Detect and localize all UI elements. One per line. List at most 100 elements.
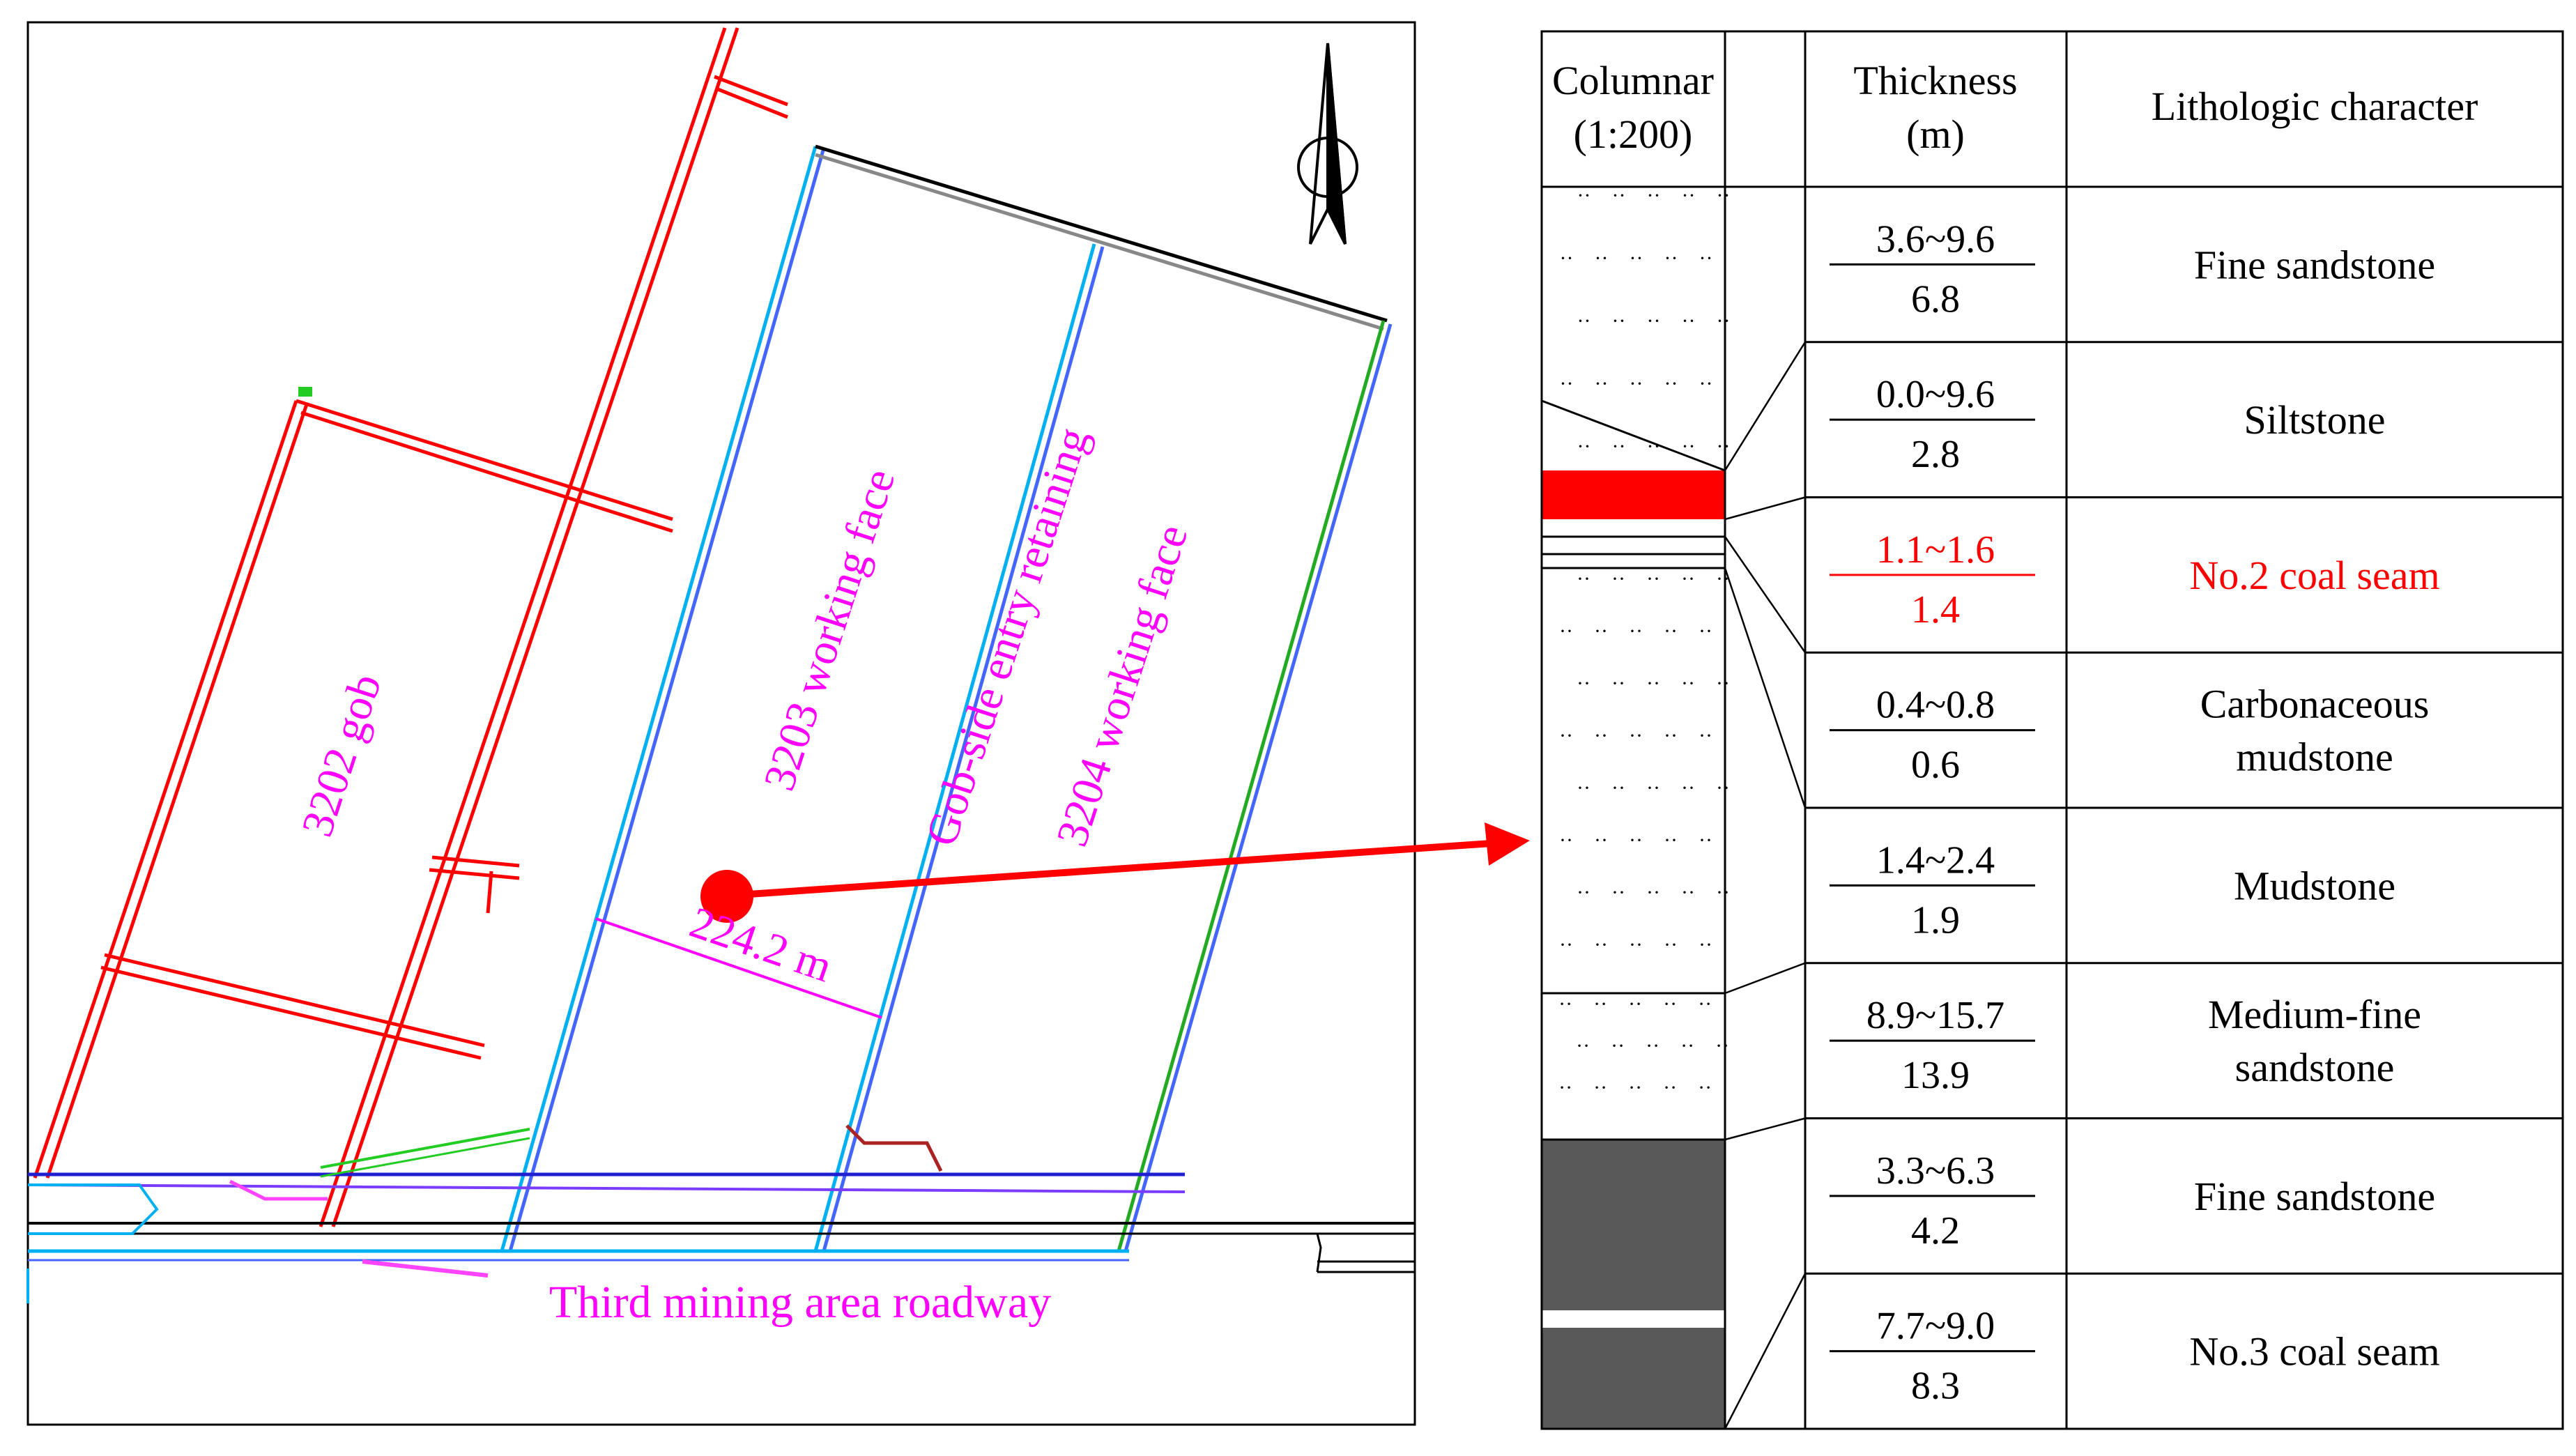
lithology-dot: ·· (1560, 372, 1574, 395)
lithology-dot: ·· (1594, 829, 1608, 852)
lithology-dot: ·· (1699, 620, 1712, 643)
lithology-dot: ·· (1612, 435, 1626, 458)
column-lithology-dots: ········································… (1558, 184, 1730, 1099)
table-row: 1.1~1.6 1.4 No.2 coal seam (1830, 528, 2440, 631)
lithologic-character: No.2 coal seam (2189, 553, 2439, 598)
lithology-dot: ·· (1664, 724, 1678, 747)
header-lithologic-character: Lithologic character (2152, 84, 2478, 129)
lithology-dot: ·· (1558, 1076, 1572, 1099)
lithology-dot: ·· (1629, 724, 1643, 747)
lithology-dot: ·· (1611, 1034, 1625, 1057)
lithology-dot: ·· (1560, 247, 1574, 270)
connector-line (1724, 567, 1807, 809)
thickness-range: 0.0~9.6 (1876, 373, 1995, 416)
lithology-dot: ·· (1611, 672, 1625, 695)
face-3204-outline (1117, 320, 1393, 1252)
lithology-dot: ·· (1576, 1034, 1590, 1057)
label-third-mining-roadway: Third mining area roadway (549, 1277, 1051, 1328)
thickness-average: 13.9 (1901, 1054, 1970, 1097)
thickness-range: 3.3~6.3 (1876, 1149, 1995, 1193)
lithology-dot: ·· (1681, 776, 1695, 799)
thickness-range: 3.6~9.6 (1876, 217, 1995, 261)
parting-band (1542, 1310, 1725, 1328)
header-columnar: Columnar (1552, 58, 1714, 103)
thickness-average: 0.6 (1911, 744, 1960, 787)
lithology-dot: ·· (1664, 247, 1678, 270)
connector-line (1724, 536, 1807, 653)
lithology-dot: ·· (1577, 881, 1590, 904)
lithology-dot: ·· (1717, 184, 1731, 207)
thickness-range: 0.4~0.8 (1876, 684, 1995, 727)
lithology-dot: ·· (1646, 672, 1660, 695)
north-arrow-icon (1297, 43, 1358, 245)
location-marker (700, 870, 753, 923)
lithology-dot: ·· (1612, 309, 1626, 332)
lithology-dot: ·· (1559, 620, 1573, 643)
lithology-dot: ·· (1717, 309, 1731, 332)
lithologic-character: Mudstone (2234, 863, 2395, 908)
table-row-lines (1805, 341, 2563, 1275)
lithology-dot: ·· (1647, 309, 1661, 332)
lithology-dot: ·· (1629, 829, 1643, 852)
connector-line (1724, 1117, 1806, 1141)
table-row: 7.7~9.08.3No.3 coal seam (1830, 1305, 2440, 1408)
lithologic-character: Fine sandstone (2194, 1174, 2435, 1219)
lithology-dot: ·· (1646, 776, 1660, 799)
lithology-dot: ·· (1593, 1076, 1607, 1099)
lithology-dot: ·· (1663, 993, 1677, 1016)
lithology-dot: ·· (1681, 881, 1695, 904)
lithology-dot: ·· (1715, 1034, 1729, 1057)
lithology-dot: ·· (1594, 724, 1608, 747)
thickness-range: 1.4~2.4 (1876, 838, 1995, 882)
thickness-range: 7.7~9.0 (1876, 1305, 1995, 1348)
lithology-dot: ·· (1716, 776, 1730, 799)
lithology-dot: ·· (1646, 881, 1660, 904)
lithology-dot: ·· (1646, 567, 1660, 590)
lithology-dot: ·· (1558, 993, 1572, 1016)
lithology-dot: ·· (1559, 724, 1573, 747)
thickness-range: 1.1~1.6 (1876, 528, 1995, 572)
lithology-dot: ·· (1663, 1076, 1677, 1099)
lithologic-character: Siltstone (2244, 397, 2385, 443)
thickness-average: 6.8 (1911, 277, 1960, 321)
lithology-dot: ·· (1630, 372, 1643, 395)
lithology-dot: ·· (1559, 829, 1573, 852)
bottom-roadways (26, 1124, 1415, 1303)
lithology-dot: ·· (1647, 184, 1661, 207)
lithologic-character: Medium-fine (2208, 992, 2421, 1037)
lithology-dot: ·· (1646, 1034, 1659, 1057)
lithology-dot: ·· (1577, 776, 1590, 799)
lithology-dot: ·· (1628, 1076, 1642, 1099)
face-3203-outline (500, 144, 1388, 1252)
connector-line (1724, 1273, 1807, 1430)
lithology-dot: ·· (1577, 435, 1591, 458)
lithology-dot: ·· (1647, 435, 1661, 458)
connector-line (1724, 962, 1806, 995)
lithology-dot: ·· (1629, 933, 1643, 956)
coal-seam-2-fill (1542, 470, 1725, 519)
thickness-average: 1.4 (1911, 588, 1960, 631)
columnar-section: ········································… (1541, 184, 1731, 1429)
lithologic-character: Carbonaceous (2200, 682, 2430, 727)
lithology-dot: ·· (1716, 881, 1730, 904)
lithology-dot: ·· (1698, 993, 1712, 1016)
lithology-dot: ·· (1682, 184, 1696, 207)
lithologic-character: No.3 coal seam (2189, 1329, 2439, 1374)
lithology-dot: ·· (1664, 620, 1678, 643)
lithologic-character: mudstone (2236, 735, 2393, 780)
thickness-range: 8.9~15.7 (1866, 994, 2004, 1037)
lithology-dot: ·· (1577, 309, 1591, 332)
lithology-dot: ·· (1680, 1034, 1694, 1057)
lithology-dot: ·· (1664, 372, 1678, 395)
header-thickness-unit: (m) (1906, 112, 1965, 157)
header-thickness: Thickness (1853, 58, 2017, 103)
table-grid (1540, 30, 2564, 1430)
lithology-dot: ·· (1681, 672, 1695, 695)
location-arrow (700, 822, 1530, 923)
lithology-dot: ·· (1699, 724, 1712, 747)
